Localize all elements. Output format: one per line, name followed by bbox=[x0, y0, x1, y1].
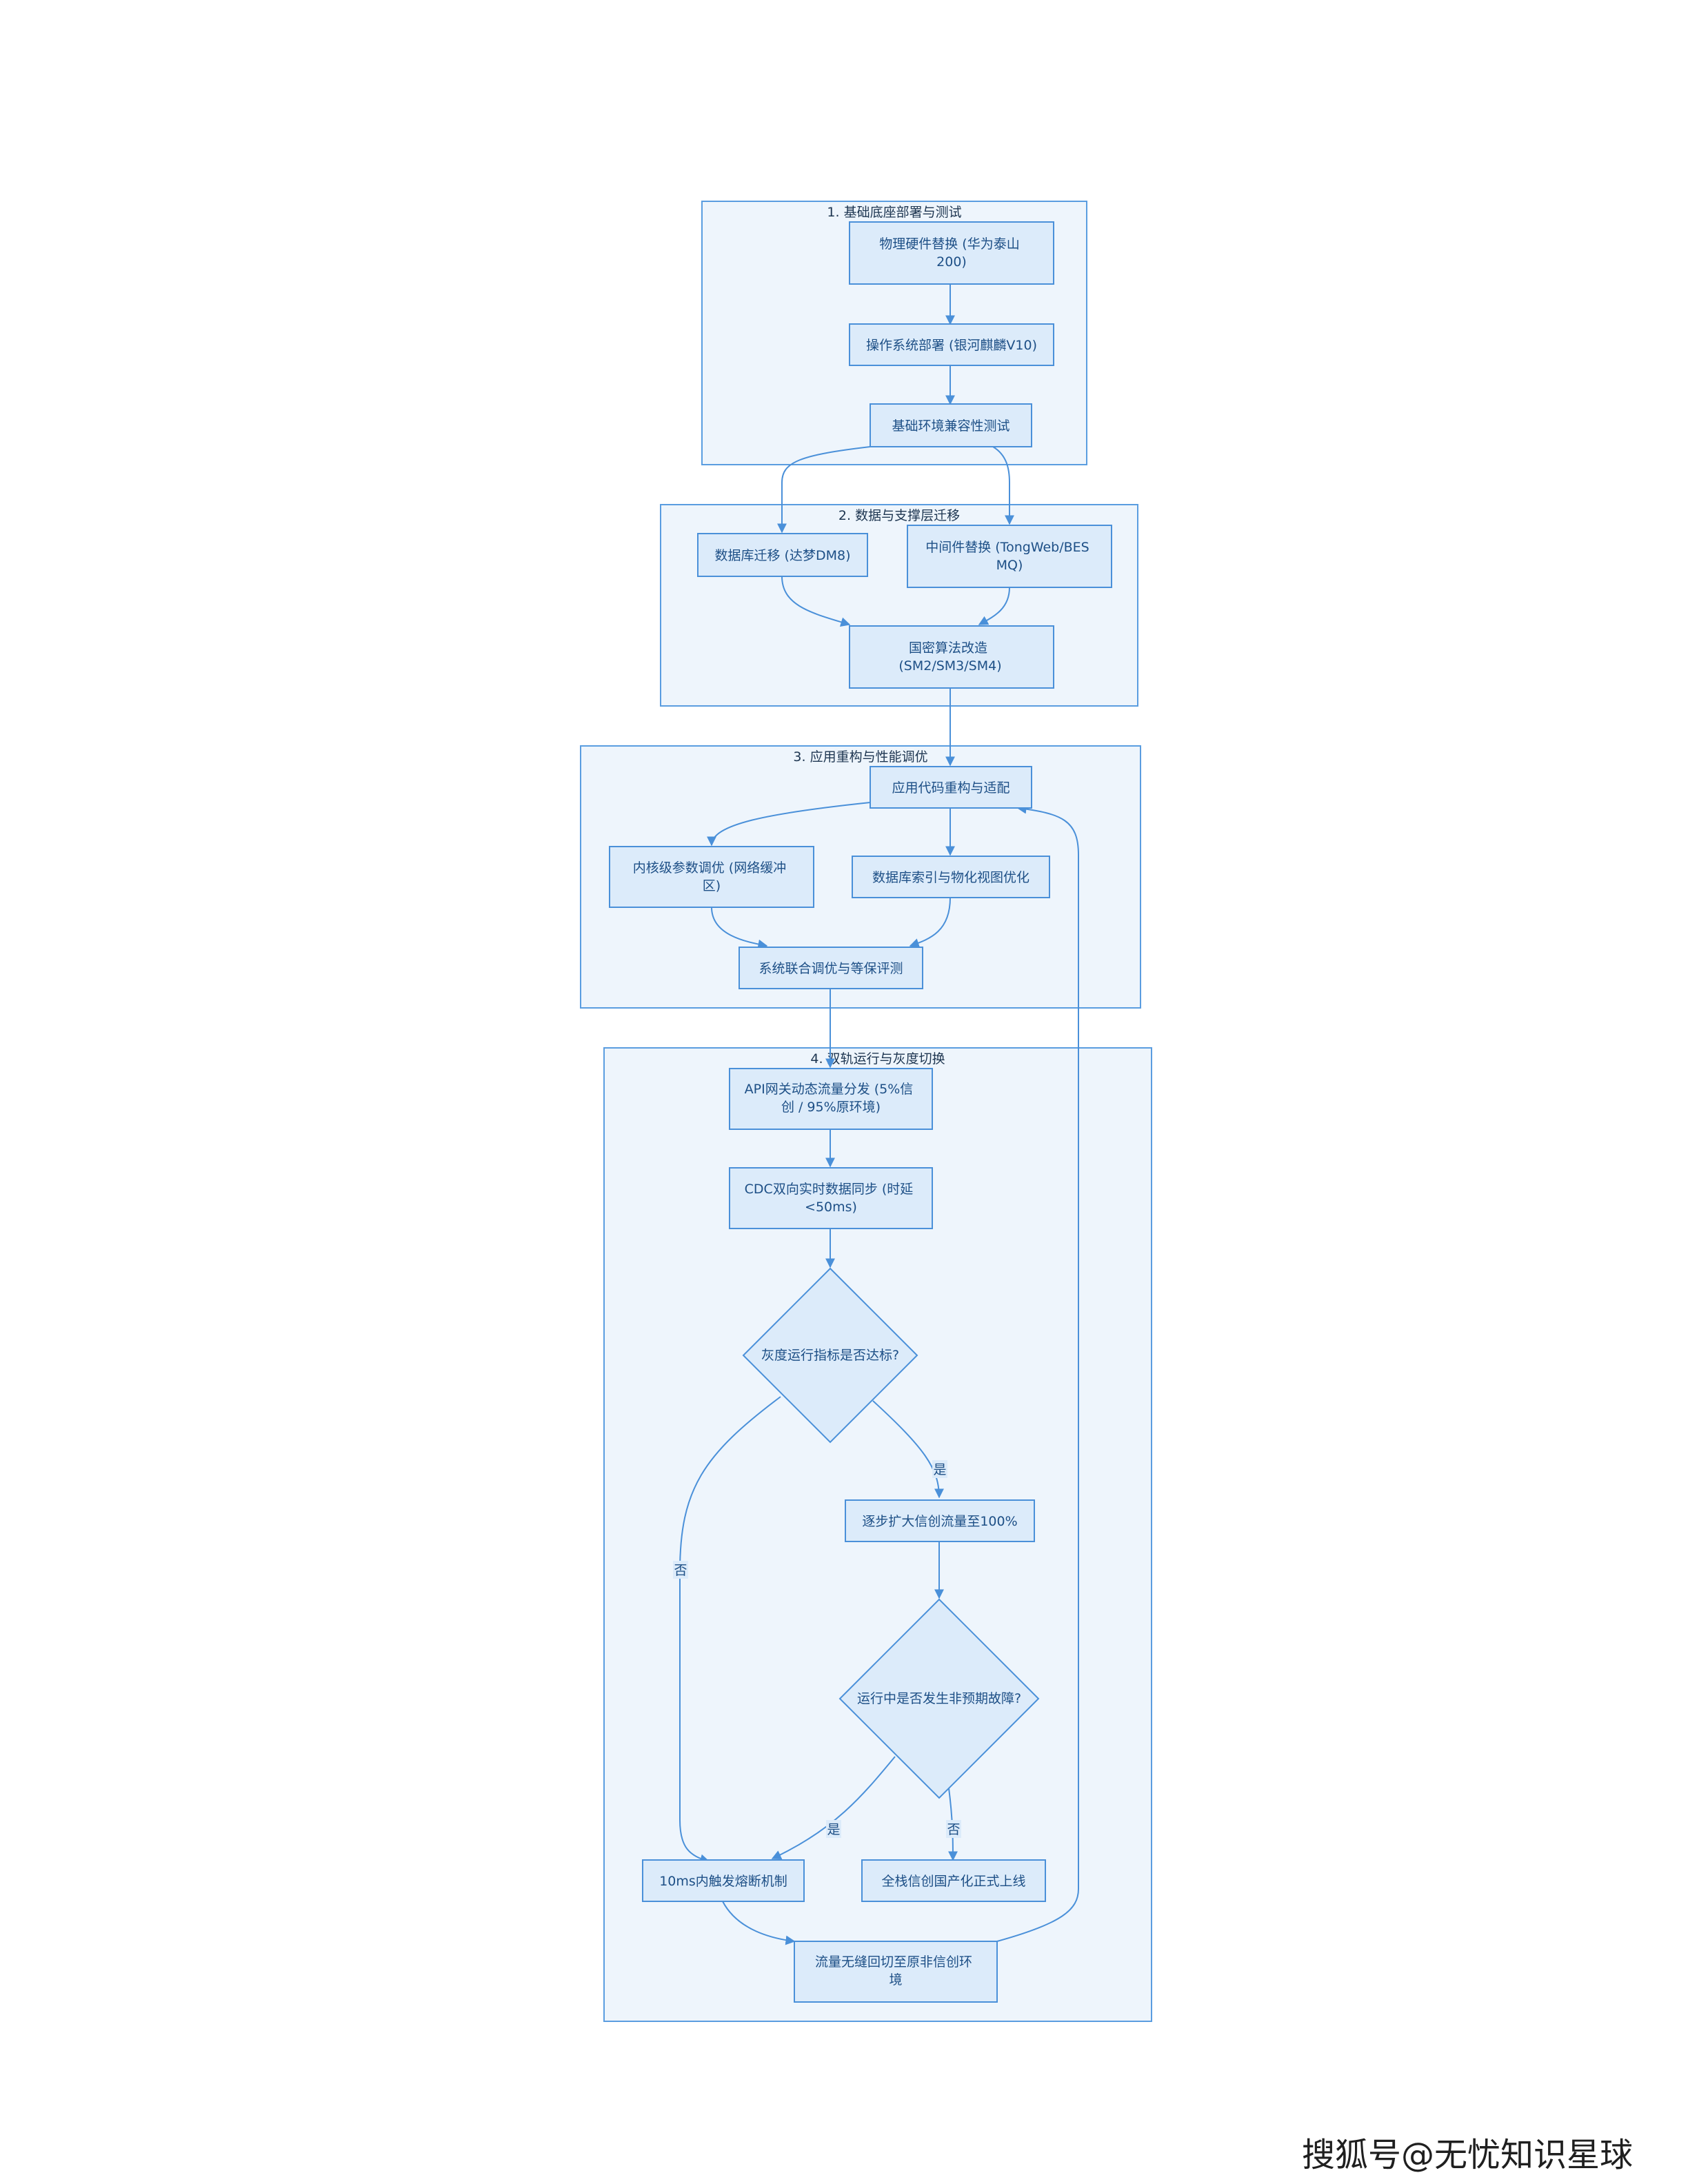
label-gray-no: 否 bbox=[674, 1563, 687, 1578]
svg-text:API网关动态流量分发 (5%信 创 / 95%: API网关动态流量分发 (5%信 创 / 95%原环境) bbox=[745, 1082, 918, 1115]
svg-text:基础环境兼容性测试: 基础环境兼容性测试 bbox=[892, 418, 1009, 434]
node-hw-line1: 物理硬件替换 (华为泰山 bbox=[879, 236, 1019, 252]
svg-text:10ms内触发熔断机制: 10ms内触发熔断机制 bbox=[659, 1874, 787, 1889]
svg-text:数据库索引与物化视图优化: 数据库索引与物化视图优化 bbox=[872, 870, 1029, 885]
node-kernel: 内核级参数调优 (网络缓冲 区) bbox=[609, 846, 814, 908]
node-full: 全栈信创国产化正式上线 bbox=[861, 1859, 1046, 1902]
cluster-2-title: 2. 数据与支撑层迁移 bbox=[838, 508, 960, 523]
node-app-line1: 应用代码重构与适配 bbox=[892, 780, 1009, 796]
svg-text:中间件替换 (TongWeb/BES MQ): 中间件替换 (TongWeb/BES MQ) bbox=[925, 540, 1094, 573]
node-db: 数据库迁移 (达梦DM8) bbox=[697, 533, 868, 577]
edges bbox=[679, 284, 1079, 1945]
node-hw: 物理硬件替换 (华为泰山 200) bbox=[849, 221, 1054, 285]
edge-back-app bbox=[996, 804, 1079, 1942]
node-env-line1: 基础环境兼容性测试 bbox=[892, 418, 1009, 434]
node-sys-line1: 系统联合调优与等保评测 bbox=[758, 961, 903, 976]
edge-app-kernel bbox=[707, 802, 871, 847]
decision-gray-line1: 灰度运行指标是否达标? bbox=[761, 1348, 899, 1363]
node-env: 基础环境兼容性测试 bbox=[870, 403, 1032, 447]
edge-env-mw bbox=[992, 446, 1014, 525]
svg-text:运行中是否发生非预期故障?: 运行中是否发生非预期故障? bbox=[857, 1691, 1021, 1706]
node-cdc-line1: CDC双向实时数据同步 (时延 bbox=[745, 1182, 914, 1197]
svg-text:逐步扩大信创流量至100%: 逐步扩大信创流量至100% bbox=[862, 1514, 1017, 1529]
edge-idx-sys bbox=[909, 897, 951, 948]
node-fuse: 10ms内触发熔断机制 bbox=[642, 1859, 805, 1902]
edge-gray-fuse bbox=[679, 1396, 781, 1864]
node-fuse-line1: 10ms内触发熔断机制 bbox=[659, 1874, 787, 1889]
svg-text:全栈信创国产化正式上线: 全栈信创国产化正式上线 bbox=[881, 1874, 1025, 1889]
node-idx: 数据库索引与物化视图优化 bbox=[852, 856, 1050, 898]
svg-text:操作系统部署 (银河麒麟V10): 操作系统部署 (银河麒麟V10) bbox=[866, 338, 1037, 353]
node-full-line1: 全栈信创国产化正式上线 bbox=[881, 1874, 1025, 1889]
cluster-3-title: 3. 应用重构与性能调优 bbox=[793, 749, 927, 765]
label-fault-yes: 是 bbox=[827, 1822, 840, 1837]
label-gray-yes: 是 bbox=[933, 1462, 946, 1477]
node-sys: 系统联合调优与等保评测 bbox=[738, 947, 923, 989]
node-api: API网关动态流量分发 (5%信 创 / 95%原环境) bbox=[729, 1068, 933, 1130]
node-expand-line1: 逐步扩大信创流量至100% bbox=[862, 1514, 1017, 1529]
node-sm-line2: (SM2/SM3/SM4) bbox=[898, 658, 1001, 674]
label-fault-no: 否 bbox=[947, 1822, 960, 1837]
node-back-line2: 境 bbox=[889, 1972, 902, 1988]
node-app: 应用代码重构与适配 bbox=[870, 766, 1032, 809]
node-expand: 逐步扩大信创流量至100% bbox=[845, 1499, 1035, 1542]
node-cdc-line2: <50ms) bbox=[805, 1200, 857, 1215]
node-api-line1: API网关动态流量分发 (5%信 bbox=[745, 1082, 914, 1097]
node-cdc: CDC双向实时数据同步 (时延 <50ms) bbox=[729, 1167, 933, 1229]
edge-labels: 是 否 是 否 bbox=[673, 1460, 961, 1838]
node-hw-line2: 200) bbox=[936, 254, 967, 270]
svg-text:流量无缝回切至原非信创环 境: 流量无缝回切至原非信创环 境 bbox=[815, 1954, 976, 1988]
node-kernel-line2: 区) bbox=[703, 878, 721, 893]
svg-text:物理硬件替换 (华为泰山 200): 物理硬件替换 (华为泰山 200) bbox=[879, 236, 1024, 270]
node-sm-line1: 国密算法改造 bbox=[909, 640, 987, 656]
node-mw-line2: MQ) bbox=[996, 558, 1023, 573]
svg-text:CDC双向实时数据同步 (时延 <50ms): CDC双向实时数据同步 (时延 <50ms) bbox=[745, 1182, 918, 1215]
cluster-1-title: 1. 基础底座部署与测试 bbox=[827, 205, 961, 220]
node-back-line1: 流量无缝回切至原非信创环 bbox=[815, 1954, 972, 1970]
svg-text:数据库迁移 (达梦DM8): 数据库迁移 (达梦DM8) bbox=[715, 548, 851, 563]
node-os: 操作系统部署 (银河麒麟V10) bbox=[849, 323, 1054, 366]
node-db-line1: 数据库迁移 (达梦DM8) bbox=[715, 548, 851, 563]
node-sm: 国密算法改造 (SM2/SM3/SM4) bbox=[849, 625, 1054, 689]
edge-fuse-back bbox=[722, 1901, 796, 1945]
svg-text:内核级参数调优 (网络缓冲 区): 内核级参数调优 (网络缓冲 区) bbox=[633, 860, 791, 893]
decision-fault: 运行中是否发生非预期故障? bbox=[838, 1598, 1040, 1799]
svg-text:系统联合调优与等保评测: 系统联合调优与等保评测 bbox=[758, 961, 903, 976]
node-api-line2: 创 / 95%原环境) bbox=[781, 1100, 881, 1115]
edge-kernel-sys bbox=[711, 907, 768, 949]
node-mw: 中间件替换 (TongWeb/BES MQ) bbox=[907, 525, 1112, 588]
watermark-text: 搜狐号@无忧知识星球 bbox=[1302, 2136, 1634, 2174]
svg-text:国密算法改造 (SM2/SM3/SM4): 国密算法改造 (SM2/SM3/SM4) bbox=[898, 640, 1001, 674]
decision-fault-line1: 运行中是否发生非预期故障? bbox=[857, 1691, 1021, 1706]
edge-mw-sm bbox=[978, 587, 1010, 625]
node-os-line1: 操作系统部署 (银河麒麟V10) bbox=[866, 338, 1037, 353]
svg-text:灰度运行指标是否达标?: 灰度运行指标是否达标? bbox=[761, 1348, 899, 1363]
node-kernel-line1: 内核级参数调优 (网络缓冲 bbox=[633, 860, 786, 876]
edge-gray-expand bbox=[872, 1400, 944, 1499]
node-back: 流量无缝回切至原非信创环 境 bbox=[794, 1941, 998, 2003]
cluster-4-title: 4. 双轨运行与灰度切换 bbox=[810, 1051, 945, 1066]
svg-text:应用代码重构与适配: 应用代码重构与适配 bbox=[892, 780, 1009, 796]
node-idx-line1: 数据库索引与物化视图优化 bbox=[872, 870, 1029, 885]
edge-db-sm bbox=[781, 576, 851, 627]
edge-fault-fuse bbox=[771, 1756, 896, 1860]
edge-env-db bbox=[777, 446, 871, 534]
node-mw-line1: 中间件替换 (TongWeb/BES bbox=[925, 540, 1089, 555]
decision-gray: 灰度运行指标是否达标? bbox=[742, 1267, 918, 1444]
